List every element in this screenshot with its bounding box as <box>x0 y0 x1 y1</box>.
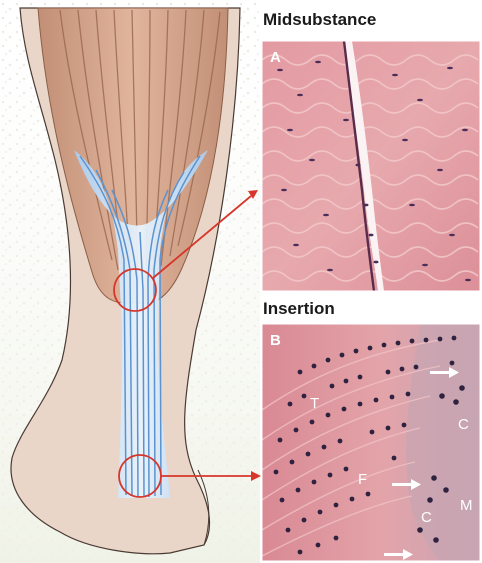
label-fibrocartilage: F <box>358 471 367 488</box>
label-calcified-cartilage: C <box>458 416 469 433</box>
label-tendon: T <box>310 395 319 412</box>
panel-b-letter: B <box>270 332 281 349</box>
label-calcified-cartilage-lower: C <box>421 509 432 526</box>
panel-a-letter: A <box>270 49 281 66</box>
label-mineralized: M <box>460 497 473 514</box>
panel-b-heading: Insertion <box>263 299 335 319</box>
micrograph-insertion <box>262 324 480 561</box>
panel-a-heading: Midsubstance <box>263 10 376 30</box>
micrograph-midsubstance <box>262 41 480 291</box>
